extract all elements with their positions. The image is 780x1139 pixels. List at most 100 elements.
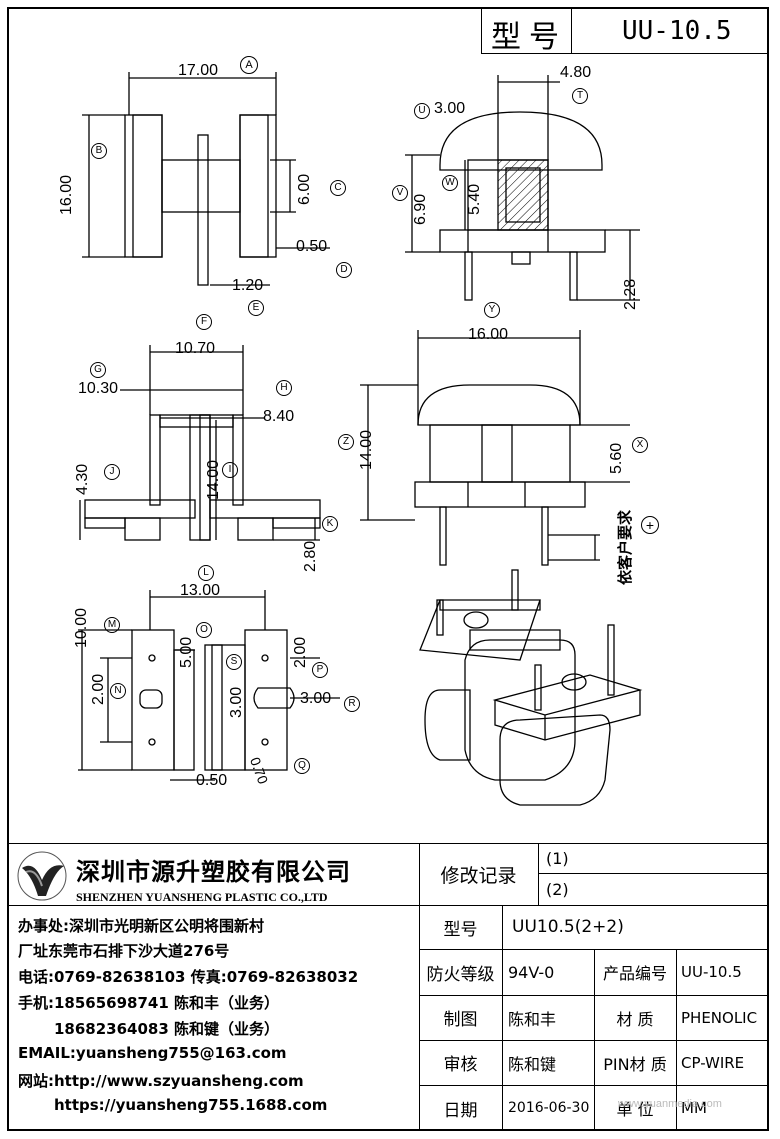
tb-drawn-label: 制图 <box>443 1010 478 1030</box>
dim-K: 2.80 <box>302 540 319 572</box>
dim-L: 13.00 <box>180 582 221 599</box>
dim-P: 2.00 <box>292 636 309 668</box>
marker-A: A <box>240 56 258 74</box>
dim-D2: 0.50 <box>196 772 228 789</box>
dim-V: 6.90 <box>412 193 429 225</box>
rev-divider <box>538 843 539 905</box>
tb-model-label: 型号 <box>443 919 478 940</box>
watermark: www.yuanmedia.com <box>618 1098 722 1110</box>
marker-E: E <box>248 300 264 316</box>
marker-Q: Q <box>294 758 310 774</box>
company-mobile-2: 18682364083 陈和键（业务） <box>54 1020 280 1038</box>
company-factory: 厂址东莞市石排下沙大道276号 <box>18 942 230 960</box>
company-website-1: 网站:http://www.szyuansheng.com <box>18 1072 304 1090</box>
header-model-box <box>481 9 768 54</box>
drawing-frame <box>7 7 769 1131</box>
dim-F: 10.70 <box>175 340 216 357</box>
marker-N: N <box>110 683 126 699</box>
company-separator <box>9 905 419 906</box>
marker-D: D <box>336 262 352 278</box>
company-name-en: SHENZHEN YUANSHENG PLASTIC CO.,LTD <box>76 890 328 904</box>
marker-H: H <box>276 380 292 396</box>
tb-review-value: 陈和键 <box>508 1054 557 1074</box>
dim-I: 14.00 <box>205 459 222 500</box>
tb-material-value: PHENOLIC <box>681 1008 758 1027</box>
tb-fire-label: 防火等级 <box>426 964 495 985</box>
header-model-label: 型号 <box>491 20 567 55</box>
tb-product-no-value: UU-10.5 <box>681 963 742 981</box>
dim-N: 2.00 <box>90 673 107 705</box>
header-model-value: UU-10.5 <box>622 16 732 46</box>
tb-pin-label: PIN材 质 <box>603 1054 667 1074</box>
dim-C: 6.00 <box>296 173 313 205</box>
tb-drawn-value: 陈和丰 <box>508 1009 557 1029</box>
marker-M: M <box>104 617 120 633</box>
dim-U: 3.00 <box>434 100 466 117</box>
tb-col-3 <box>676 949 677 1131</box>
marker-F: F <box>196 314 212 330</box>
dim-B: 16.00 <box>58 174 75 215</box>
tb-review-label: 审核 <box>443 1055 478 1075</box>
dim-A: 17.00 <box>178 62 219 79</box>
marker-J: J <box>104 464 120 480</box>
company-mobile-1: 手机:18565698741 陈和丰（业务） <box>18 994 280 1012</box>
titleblock-left-divider <box>419 843 420 1131</box>
dim-O: 5.00 <box>178 636 195 668</box>
marker-P: P <box>312 662 328 678</box>
revision-label: 修改记录 <box>440 864 517 887</box>
header-divider <box>571 9 572 53</box>
tb-pin-value: CP-WIRE <box>681 1053 745 1072</box>
dim-Z: 14.00 <box>358 429 375 470</box>
dim-D: 0.50 <box>296 238 328 255</box>
tb-product-no-label: 产品编号 <box>602 964 667 983</box>
revision-1: (1) <box>546 848 569 868</box>
marker-B: B <box>91 143 107 159</box>
marker-R: R <box>344 696 360 712</box>
dim-X: 5.60 <box>608 442 625 474</box>
dim-G: 10.30 <box>78 380 119 397</box>
tb-material-label: 材 质 <box>616 1009 654 1029</box>
dim-T2: 2.28 <box>622 278 639 310</box>
dim-R: 3.00 <box>300 690 332 707</box>
technical-drawing <box>78 72 643 806</box>
dim-Y: 16.00 <box>468 326 509 343</box>
marker-O: O <box>196 622 212 638</box>
dim-W: 5.40 <box>466 183 483 215</box>
tb-date-value: 2016-06-30 <box>508 1100 590 1116</box>
tb-unit-label: 单 位 <box>616 1100 654 1119</box>
marker-Z: Z <box>338 434 354 450</box>
tb-model-value: UU10.5(2+2) <box>512 917 624 937</box>
marker-X: X <box>632 437 648 453</box>
tb-unit-value: MM <box>681 1099 707 1117</box>
titleblock-top-line <box>9 843 769 844</box>
tb-fire-value: 94V-0 <box>508 962 555 982</box>
tb-col-2 <box>594 949 595 1131</box>
marker-G: G <box>90 362 106 378</box>
marker-plus: + <box>641 516 659 534</box>
marker-S: S <box>226 654 242 670</box>
company-logo-icon <box>17 851 67 901</box>
marker-K: K <box>322 516 338 532</box>
marker-W: W <box>442 175 458 191</box>
dim-J: 4.30 <box>74 463 91 495</box>
company-office: 办事处:深圳市光明新区公明将围新村 <box>18 917 265 935</box>
revision-2: (2) <box>546 879 569 899</box>
marker-V: V <box>392 185 408 201</box>
company-name-cn: 深圳市源升塑胶有限公司 <box>76 858 351 886</box>
company-phone: 电话:0769-82638103 传真:0769-82638032 <box>18 968 359 986</box>
marker-U: U <box>414 103 430 119</box>
dim-E: 1.20 <box>232 277 264 294</box>
dim-H: 8.40 <box>263 408 295 425</box>
marker-C: C <box>330 180 346 196</box>
marker-I: I <box>222 462 238 478</box>
dim-S: 3.00 <box>228 686 245 718</box>
dim-M: 10.00 <box>73 607 90 648</box>
customer-note: 依客户要求 <box>616 509 634 585</box>
tb-col-1 <box>502 905 503 1131</box>
tb-date-label: 日期 <box>443 1100 478 1121</box>
company-email: EMAIL:yuansheng755@163.com <box>18 1044 287 1062</box>
marker-L: L <box>198 565 214 581</box>
company-website-2: https://yuansheng755.1688.com <box>54 1096 328 1114</box>
dim-T: 4.80 <box>560 64 592 81</box>
marker-Y: Y <box>484 302 500 318</box>
